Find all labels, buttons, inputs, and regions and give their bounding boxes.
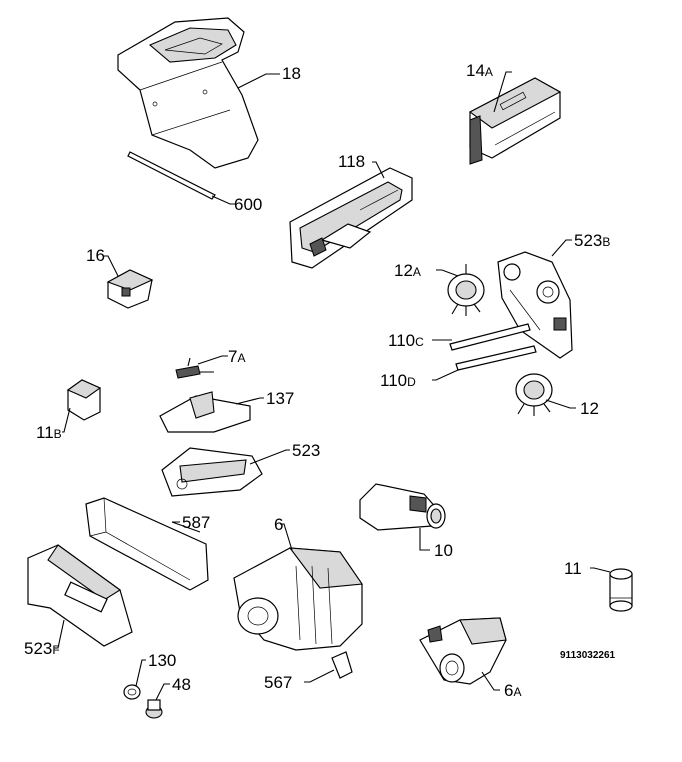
label-523f-suffix: F	[52, 643, 60, 657]
label-7a-suffix: A	[237, 351, 246, 365]
document-number: 9113032261	[560, 650, 616, 661]
label-110d-suffix: D	[407, 375, 416, 389]
label-110c-number: 110	[388, 331, 416, 350]
label-110d: 110D	[380, 372, 416, 389]
label-523b: 523B	[574, 232, 610, 249]
part-523b-bracket	[497, 251, 573, 359]
label-12a-number: 12	[394, 261, 413, 280]
label-18: 18	[282, 65, 301, 82]
label-567: 567	[264, 674, 292, 691]
label-12a-suffix: A	[412, 265, 421, 279]
part-48-plug	[145, 699, 163, 719]
label-16: 16	[86, 247, 105, 264]
label-600: 600	[234, 196, 262, 213]
label-110d-number: 110	[380, 371, 408, 390]
label-48: 48	[172, 676, 191, 693]
part-110d-tube	[455, 345, 537, 371]
label-523f: 523F	[24, 640, 60, 657]
label-11b: 11B	[36, 424, 62, 441]
label-18-number: 18	[282, 64, 301, 83]
part-11-capacitor	[609, 568, 633, 612]
label-6a: 6A	[504, 682, 521, 699]
label-523f-number: 523	[24, 639, 53, 658]
label-110c-suffix: C	[415, 335, 424, 349]
label-10: 10	[434, 542, 453, 559]
part-6a-drain-pump	[419, 617, 507, 685]
label-523: 523	[292, 442, 320, 459]
label-567-number: 567	[264, 673, 293, 692]
part-12-pressure-switch	[515, 373, 553, 416]
label-7a-number: 7	[228, 347, 238, 366]
label-130: 130	[148, 652, 176, 669]
label-11b-number: 11	[36, 423, 54, 442]
label-10-number: 10	[434, 541, 453, 560]
label-6a-number: 6	[504, 681, 514, 700]
label-11: 11	[564, 560, 582, 577]
label-11b-suffix: B	[53, 427, 62, 441]
part-14a-control-module	[468, 77, 562, 165]
label-137: 137	[266, 390, 294, 407]
label-6a-suffix: A	[513, 685, 522, 699]
label-523b-number: 523	[574, 231, 603, 250]
part-18-duct	[117, 17, 259, 169]
part-118-dispenser	[289, 167, 413, 269]
label-12a: 12A	[394, 262, 421, 279]
label-523b-suffix: B	[602, 235, 611, 249]
label-130-number: 130	[148, 651, 177, 670]
part-7a-sensor	[175, 357, 214, 379]
label-587-number: 587	[182, 513, 211, 532]
label-523-number: 523	[292, 441, 321, 460]
label-12-number: 12	[580, 399, 599, 418]
part-523-holder	[161, 447, 263, 497]
label-16-number: 16	[86, 246, 105, 265]
part-137-cover	[159, 391, 251, 433]
label-12: 12	[580, 400, 599, 417]
label-118-number: 118	[338, 152, 366, 171]
label-11-number: 11	[564, 559, 582, 578]
label-14a-suffix: A	[484, 65, 493, 79]
part-12a-pressure-switch	[447, 264, 485, 316]
label-587: 587	[182, 514, 210, 531]
part-11b-relay	[66, 379, 102, 421]
label-118: 118	[338, 153, 365, 170]
part-130-ring	[123, 684, 141, 700]
part-110c-tube	[449, 323, 531, 351]
part-16-relay	[106, 269, 154, 309]
label-48-number: 48	[172, 675, 191, 694]
label-600-number: 600	[234, 195, 263, 214]
part-587-panel	[85, 497, 209, 591]
label-110c: 110C	[388, 332, 424, 349]
label-14a: 14A	[466, 62, 493, 79]
part-567-clip	[331, 651, 353, 679]
part-523f-housing	[27, 544, 133, 647]
part-10-valve	[359, 483, 446, 531]
part-6-pump-motor	[233, 547, 363, 651]
label-137-number: 137	[266, 389, 295, 408]
label-6-number: 6	[274, 515, 284, 534]
label-7a: 7A	[228, 348, 245, 365]
part-600-strip	[127, 151, 216, 200]
label-14a-number: 14	[466, 61, 485, 80]
label-6: 6	[274, 516, 283, 533]
leader-lines	[54, 71, 611, 701]
